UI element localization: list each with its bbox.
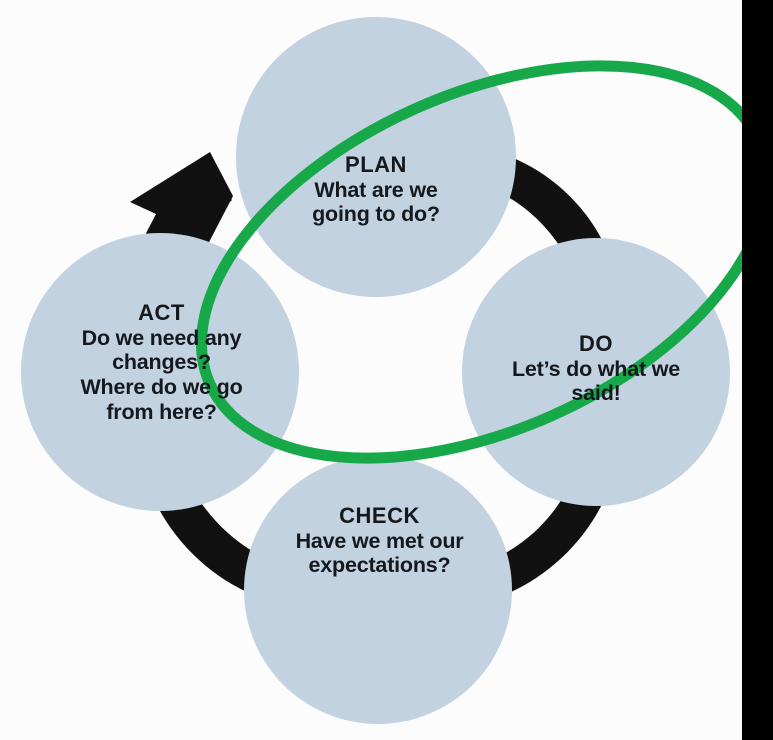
node-circle-act[interactable] bbox=[21, 233, 299, 511]
node-title-plan: PLAN bbox=[345, 152, 407, 177]
node-line-act-1: Do we need any bbox=[81, 325, 242, 350]
node-label-do: DO Let’s do what we said! bbox=[460, 331, 732, 406]
node-label-plan: PLAN What are we going to do? bbox=[281, 152, 471, 227]
node-line-plan-1: What are we bbox=[314, 177, 438, 202]
node-line-act-4: from here? bbox=[106, 400, 217, 425]
node-line-check-1: Have we met our bbox=[295, 528, 464, 553]
node-circle-plan[interactable] bbox=[236, 17, 516, 297]
node-title-check: CHECK bbox=[339, 503, 420, 528]
node-line-act-3: Where do we go bbox=[80, 375, 243, 400]
node-line-plan-2: going to do? bbox=[312, 202, 440, 227]
node-line-do-2: said! bbox=[571, 381, 621, 406]
node-title-act: ACT bbox=[138, 300, 185, 325]
node-label-act: ACT Do we need any changes? Where do we … bbox=[38, 300, 285, 425]
node-label-check: CHECK Have we met our expectations? bbox=[262, 503, 497, 578]
node-circle-check[interactable] bbox=[244, 456, 512, 724]
arc-do-to-check bbox=[484, 478, 606, 598]
highlight-ellipse bbox=[196, 60, 742, 464]
node-circle-do[interactable] bbox=[462, 238, 730, 506]
node-title-do: DO bbox=[579, 331, 613, 356]
node-line-check-2: expectations? bbox=[308, 553, 451, 578]
node-line-act-2: changes? bbox=[112, 350, 211, 375]
node-line-do-1: Let’s do what we bbox=[511, 356, 681, 381]
right-edge-band bbox=[742, 0, 773, 740]
